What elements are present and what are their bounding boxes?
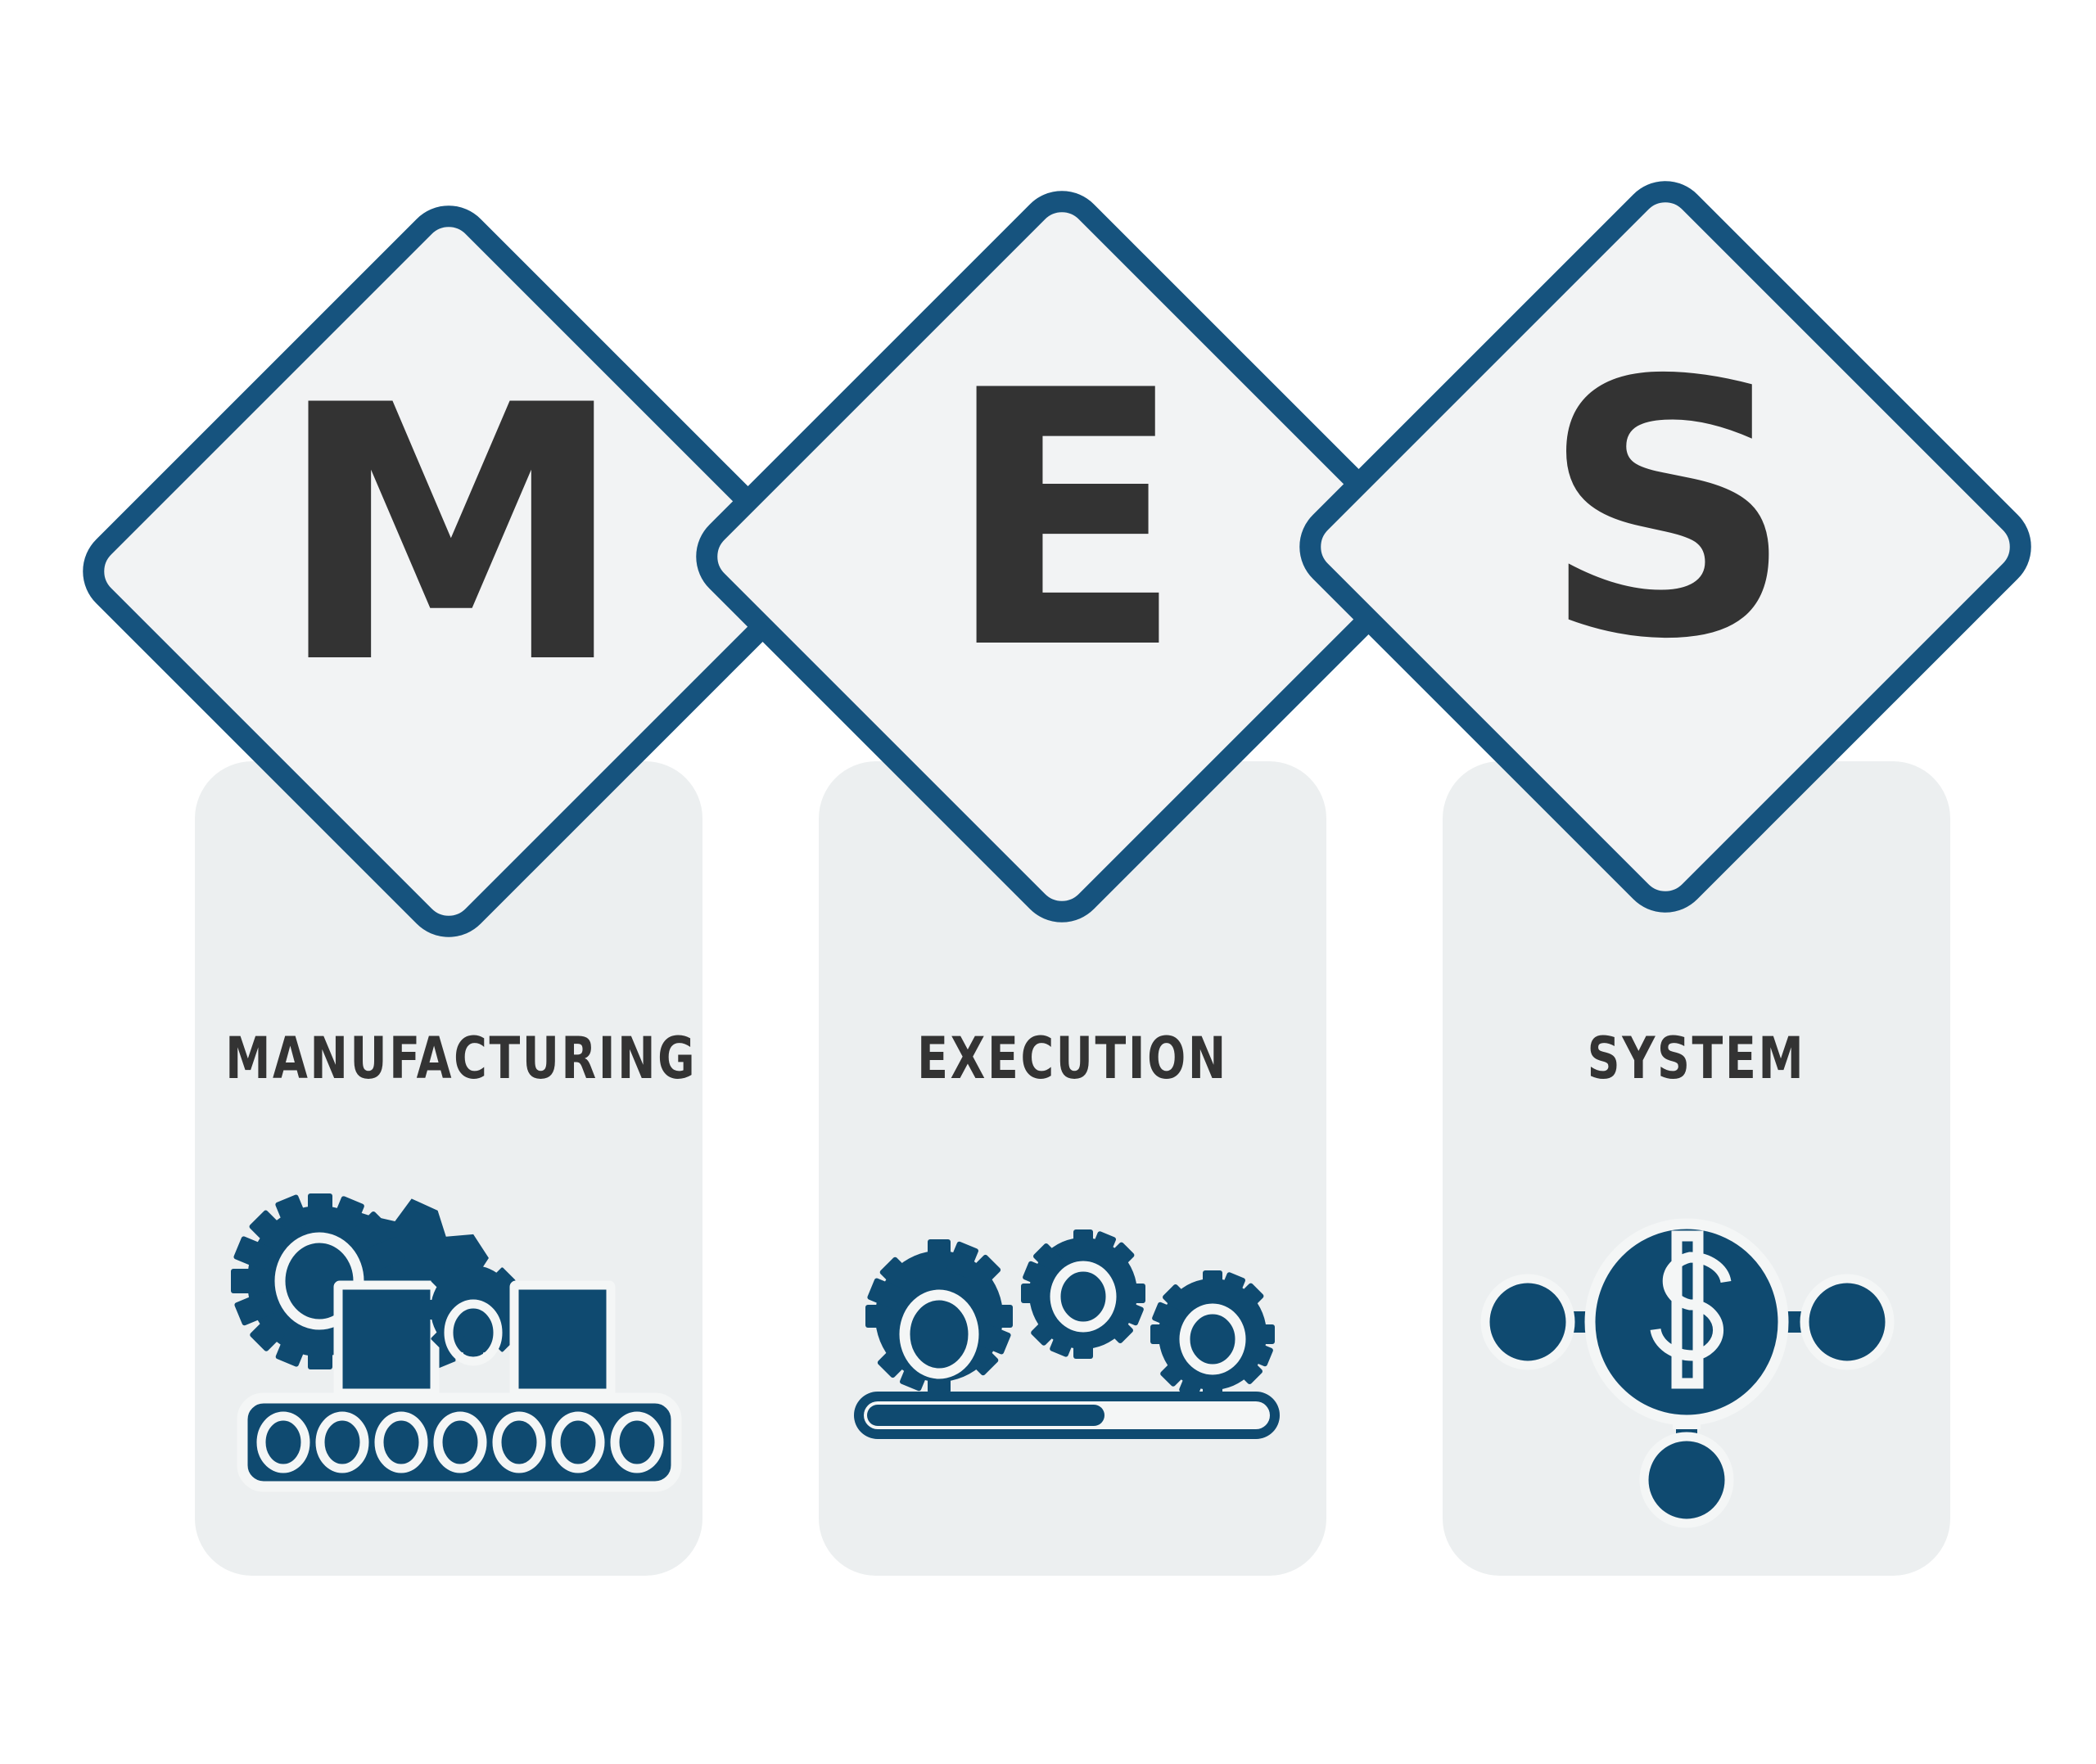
progress-bar-fill bbox=[867, 1405, 1104, 1426]
gear-right-shape bbox=[1150, 1270, 1275, 1400]
acronym-letter-e: E bbox=[944, 317, 1185, 726]
hub-circle bbox=[1590, 1224, 1783, 1420]
node-circle-left bbox=[1485, 1279, 1570, 1365]
acronym-letter-s: S bbox=[1541, 307, 1795, 716]
diamond-system[interactable] bbox=[1259, 141, 2071, 953]
gear-left-shape bbox=[865, 1239, 1013, 1393]
label-manufacturing: MANUFACTURING bbox=[225, 1025, 698, 1092]
dollar-sign-glyph bbox=[1650, 1230, 1732, 1389]
acronym-letter-m: M bbox=[276, 332, 626, 741]
box-shape-1 bbox=[338, 1285, 435, 1393]
label-system: SYSTEM bbox=[1587, 1025, 1806, 1092]
diamond-execution[interactable] bbox=[656, 151, 1468, 963]
conveyor-rollers bbox=[256, 1411, 664, 1473]
label-execution: EXECUTION bbox=[917, 1025, 1228, 1092]
diamond-shape-execution bbox=[696, 191, 1428, 923]
diamond-shape-manufacturing bbox=[83, 205, 815, 937]
conveyor-belt-gear-icon bbox=[211, 1187, 702, 1514]
node-circle-right bbox=[1805, 1279, 1890, 1365]
conveyor-icon-group bbox=[231, 1193, 682, 1492]
diamond-shape-system bbox=[1299, 181, 2031, 913]
small-gear-shape bbox=[422, 1259, 524, 1366]
node-circle-bottom bbox=[1644, 1437, 1729, 1523]
gear-middle-shape bbox=[1021, 1229, 1145, 1359]
dollar-network-group bbox=[1480, 1218, 1895, 1528]
gears-progress-group bbox=[854, 1229, 1280, 1439]
gears-progress-bar-icon bbox=[847, 1211, 1298, 1482]
box-shape-2 bbox=[514, 1285, 611, 1393]
diamond-manufacturing[interactable] bbox=[43, 165, 855, 977]
dollar-network-icon bbox=[1474, 1203, 1900, 1531]
